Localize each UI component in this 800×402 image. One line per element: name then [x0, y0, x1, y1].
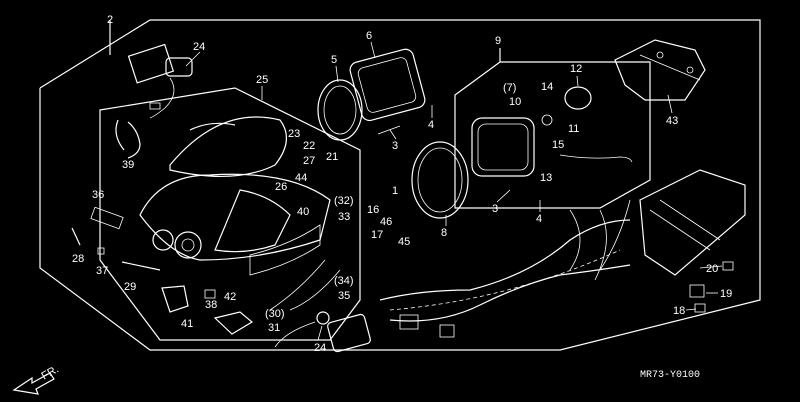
callout-26: 26	[275, 181, 287, 193]
figure-code: MR73-Y0100	[640, 370, 700, 381]
callout-27: 27	[303, 155, 315, 167]
callout-3-upper: 3	[392, 140, 398, 152]
callout-39: 39	[122, 159, 134, 171]
turn-signal-front	[274, 311, 371, 353]
headlight-unit-left	[317, 48, 426, 141]
callout-14: 14	[541, 81, 553, 93]
callout-2: 2	[107, 14, 113, 26]
callout-12: 12	[570, 63, 582, 75]
callout-22: 22	[303, 140, 315, 152]
callout-18: 18	[673, 305, 685, 317]
callout-29: 29	[124, 281, 136, 293]
callout-24-upper: 24	[193, 41, 205, 53]
upper-fairing	[139, 116, 331, 276]
fairing-stay-bracket	[614, 39, 706, 101]
callout-10: 10	[509, 96, 521, 108]
callout-13: 13	[540, 172, 552, 184]
callout-35: 35	[338, 290, 350, 302]
callout-32: (32)	[334, 195, 354, 207]
callout-45: 45	[398, 236, 410, 248]
callout-19: 19	[720, 288, 732, 300]
callout-20: 20	[706, 263, 718, 275]
callout-37: 37	[96, 265, 108, 277]
callout-30: (30)	[265, 308, 285, 320]
wire-harness	[379, 199, 631, 338]
callout-28: 28	[72, 253, 84, 265]
callout-42: 42	[224, 291, 236, 303]
turn-signal-rear	[127, 43, 193, 119]
fairing-subgroup-box	[99, 87, 361, 341]
lower-bracket-assembly	[639, 169, 746, 313]
callout-4-upper: 4	[428, 119, 434, 131]
callout-38: 38	[205, 299, 217, 311]
callout-17: 17	[371, 229, 383, 241]
front-direction-indicator: FR.	[12, 363, 61, 395]
callout-1: 1	[392, 185, 398, 197]
callout-16: 16	[367, 204, 379, 216]
leader-lines	[185, 41, 723, 341]
callout-36: 36	[92, 189, 104, 201]
callout-6: 6	[366, 30, 372, 42]
callout-3-lower: 3	[492, 203, 498, 215]
callout-4-lower: 4	[536, 213, 542, 225]
group-boundary	[39, 19, 761, 351]
callout-24-lower: 24	[314, 342, 326, 354]
callout-43: 43	[666, 115, 678, 127]
headlight-unit-right	[411, 86, 633, 219]
callout-44: 44	[295, 172, 307, 184]
callout-7: (7)	[503, 82, 516, 94]
callout-21: 21	[326, 151, 338, 163]
callout-11: 11	[568, 123, 579, 135]
small-parts-left	[71, 119, 341, 335]
callout-15: 15	[552, 139, 564, 151]
callout-31: 31	[268, 322, 280, 334]
callout-8: 8	[441, 227, 447, 239]
callout-33: 33	[338, 211, 350, 223]
direction-label: FR.	[40, 363, 61, 382]
callout-41: 41	[181, 318, 193, 330]
callout-40: 40	[297, 206, 309, 218]
callout-34: (34)	[334, 275, 354, 287]
callout-5: 5	[331, 54, 337, 66]
callout-9: 9	[495, 35, 501, 47]
callout-46: 46	[380, 216, 392, 228]
callout-25: 25	[256, 74, 268, 86]
callout-23: 23	[288, 128, 300, 140]
